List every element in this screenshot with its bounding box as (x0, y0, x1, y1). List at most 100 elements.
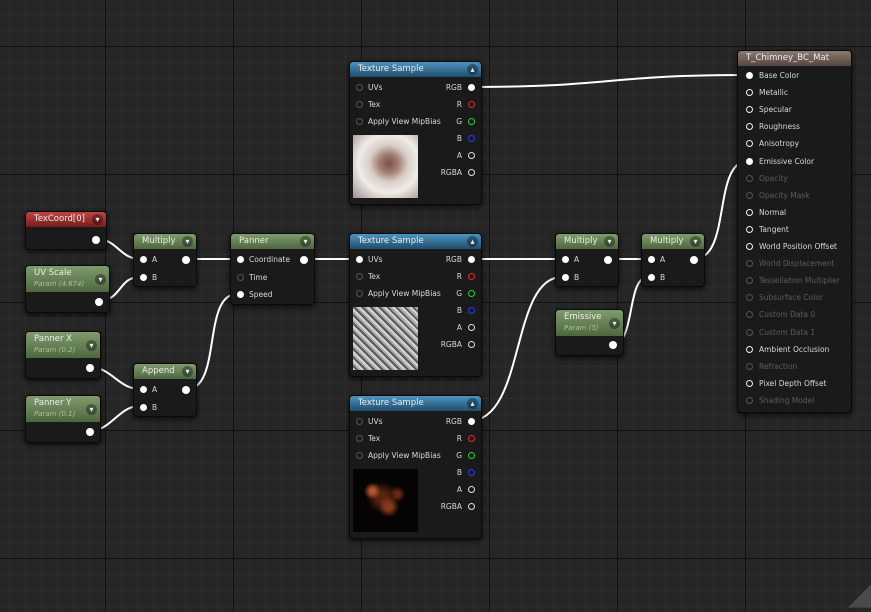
output-pin-rgba[interactable] (468, 341, 475, 348)
chevron-down-icon[interactable]: ▾ (86, 340, 97, 351)
output-pin-rgba[interactable] (468, 503, 475, 510)
input-pin-uvs[interactable] (356, 256, 363, 263)
output-pin-b[interactable] (468, 307, 475, 314)
node-header[interactable]: Multiply ▾ (556, 234, 618, 249)
multiply-node-3[interactable]: Multiply ▾ A B (641, 233, 705, 287)
node-header[interactable]: Emissive Param (5) ▾ (556, 310, 623, 336)
material-input-pin[interactable] (746, 243, 753, 250)
chevron-down-icon[interactable]: ▾ (604, 236, 615, 247)
material-input-pin[interactable] (746, 379, 753, 387)
node-header[interactable]: T_Chimney_BC_Mat (738, 51, 851, 66)
panner-node[interactable]: Panner ▾ Coordinate Time Speed (230, 233, 315, 305)
material-input-pin[interactable] (746, 123, 753, 131)
output-pin-a[interactable] (468, 486, 475, 493)
texcoord-node[interactable]: TexCoord[0] ▾ (25, 211, 107, 250)
node-header[interactable]: Texture Sample ▴ (350, 62, 481, 77)
output-pin[interactable] (604, 256, 612, 264)
input-pin-mipbias[interactable] (356, 452, 363, 459)
output-pin-a[interactable] (468, 324, 475, 331)
output-pin-g[interactable] (468, 452, 475, 459)
output-pin-g[interactable] (468, 290, 475, 297)
output-pin-b[interactable] (468, 469, 475, 476)
node-header[interactable]: Texture Sample ▴ (350, 396, 481, 411)
input-pin-mipbias[interactable] (356, 118, 363, 125)
material-input-pin[interactable] (746, 174, 753, 182)
input-pin-b[interactable] (140, 274, 147, 281)
input-pin-tex[interactable] (356, 435, 363, 442)
texture-sample-node-3[interactable]: Texture Sample ▴ UVs Tex Apply View MipB… (349, 395, 482, 539)
input-pin-tex[interactable] (356, 101, 363, 108)
input-pin-tex[interactable] (356, 273, 363, 280)
node-header[interactable]: Multiply ▾ (134, 234, 196, 249)
multiply-node-1[interactable]: Multiply ▾ A B (133, 233, 197, 287)
input-pin-coordinate[interactable] (237, 256, 244, 263)
material-input-pin[interactable] (746, 362, 753, 370)
material-input-pin[interactable] (746, 260, 753, 268)
chevron-up-icon[interactable]: ▴ (467, 236, 478, 247)
node-header[interactable]: TexCoord[0] ▾ (26, 212, 106, 227)
multiply-node-2[interactable]: Multiply ▾ A B (555, 233, 619, 287)
output-pin[interactable] (182, 256, 190, 264)
emissive-parameter-node[interactable]: Emissive Param (5) ▾ (555, 309, 624, 356)
input-pin-b[interactable] (140, 404, 147, 411)
output-pin[interactable] (92, 236, 100, 244)
panner-x-parameter-node[interactable]: Panner X Param (0.2) ▾ (25, 331, 101, 379)
material-input-pin[interactable] (746, 140, 753, 148)
output-pin-a[interactable] (468, 152, 475, 159)
output-pin-rgba[interactable] (468, 169, 475, 176)
node-header[interactable]: Append ▾ (134, 364, 196, 379)
input-pin-time[interactable] (237, 274, 244, 281)
chevron-down-icon[interactable]: ▾ (86, 404, 97, 415)
input-pin-uvs[interactable] (356, 84, 363, 91)
material-input-pin[interactable] (746, 328, 753, 336)
node-header[interactable]: Panner ▾ (231, 234, 314, 249)
chevron-down-icon[interactable]: ▾ (300, 236, 311, 247)
chevron-down-icon[interactable]: ▾ (690, 236, 701, 247)
input-pin-b[interactable] (562, 274, 569, 281)
chevron-down-icon[interactable]: ▾ (92, 214, 103, 225)
input-pin-b[interactable] (648, 274, 655, 281)
material-input-pin[interactable] (746, 225, 753, 233)
append-node[interactable]: Append ▾ A B (133, 363, 197, 417)
input-pin-speed[interactable] (237, 291, 244, 298)
output-pin[interactable] (300, 256, 308, 264)
input-pin-a[interactable] (140, 256, 147, 263)
chevron-down-icon[interactable]: ▾ (95, 274, 106, 285)
input-pin-a[interactable] (562, 256, 569, 263)
node-header[interactable]: Panner Y Param (0.1) ▾ (26, 396, 100, 422)
material-input-pin[interactable] (746, 89, 753, 97)
material-input-pin[interactable] (746, 72, 753, 79)
input-pin-a[interactable] (648, 256, 655, 263)
input-pin-mipbias[interactable] (356, 290, 363, 297)
panner-y-parameter-node[interactable]: Panner Y Param (0.1) ▾ (25, 395, 101, 443)
output-pin-r[interactable] (468, 273, 475, 280)
output-pin[interactable] (609, 341, 617, 349)
material-input-pin[interactable] (746, 277, 753, 285)
material-input-pin[interactable] (746, 106, 753, 114)
node-header[interactable]: UV Scale Param (4.674) ▾ (26, 266, 109, 292)
output-pin[interactable] (86, 428, 94, 436)
output-pin-b[interactable] (468, 135, 475, 142)
output-pin-rgb[interactable] (468, 418, 475, 425)
chevron-down-icon[interactable]: ▾ (609, 318, 620, 329)
output-pin-g[interactable] (468, 118, 475, 125)
output-pin-r[interactable] (468, 101, 475, 108)
material-input-pin[interactable] (746, 191, 753, 199)
material-input-pin[interactable] (746, 208, 753, 216)
material-input-pin[interactable] (746, 345, 753, 353)
material-input-pin[interactable] (746, 294, 753, 302)
output-pin-rgb[interactable] (468, 84, 475, 91)
chevron-up-icon[interactable]: ▴ (467, 64, 478, 75)
chevron-down-icon[interactable]: ▾ (182, 366, 193, 377)
node-header[interactable]: Panner X Param (0.2) ▾ (26, 332, 100, 358)
output-pin-r[interactable] (468, 435, 475, 442)
uv-scale-parameter-node[interactable]: UV Scale Param (4.674) ▾ (25, 265, 110, 313)
node-header[interactable]: Multiply ▾ (642, 234, 704, 249)
output-pin-rgb[interactable] (468, 256, 475, 263)
output-pin[interactable] (182, 386, 190, 394)
texture-sample-node-1[interactable]: Texture Sample ▴ UVs Tex Apply View MipB… (349, 61, 482, 205)
output-pin[interactable] (86, 364, 94, 372)
chevron-down-icon[interactable]: ▾ (182, 236, 193, 247)
material-input-pin[interactable] (746, 396, 753, 404)
